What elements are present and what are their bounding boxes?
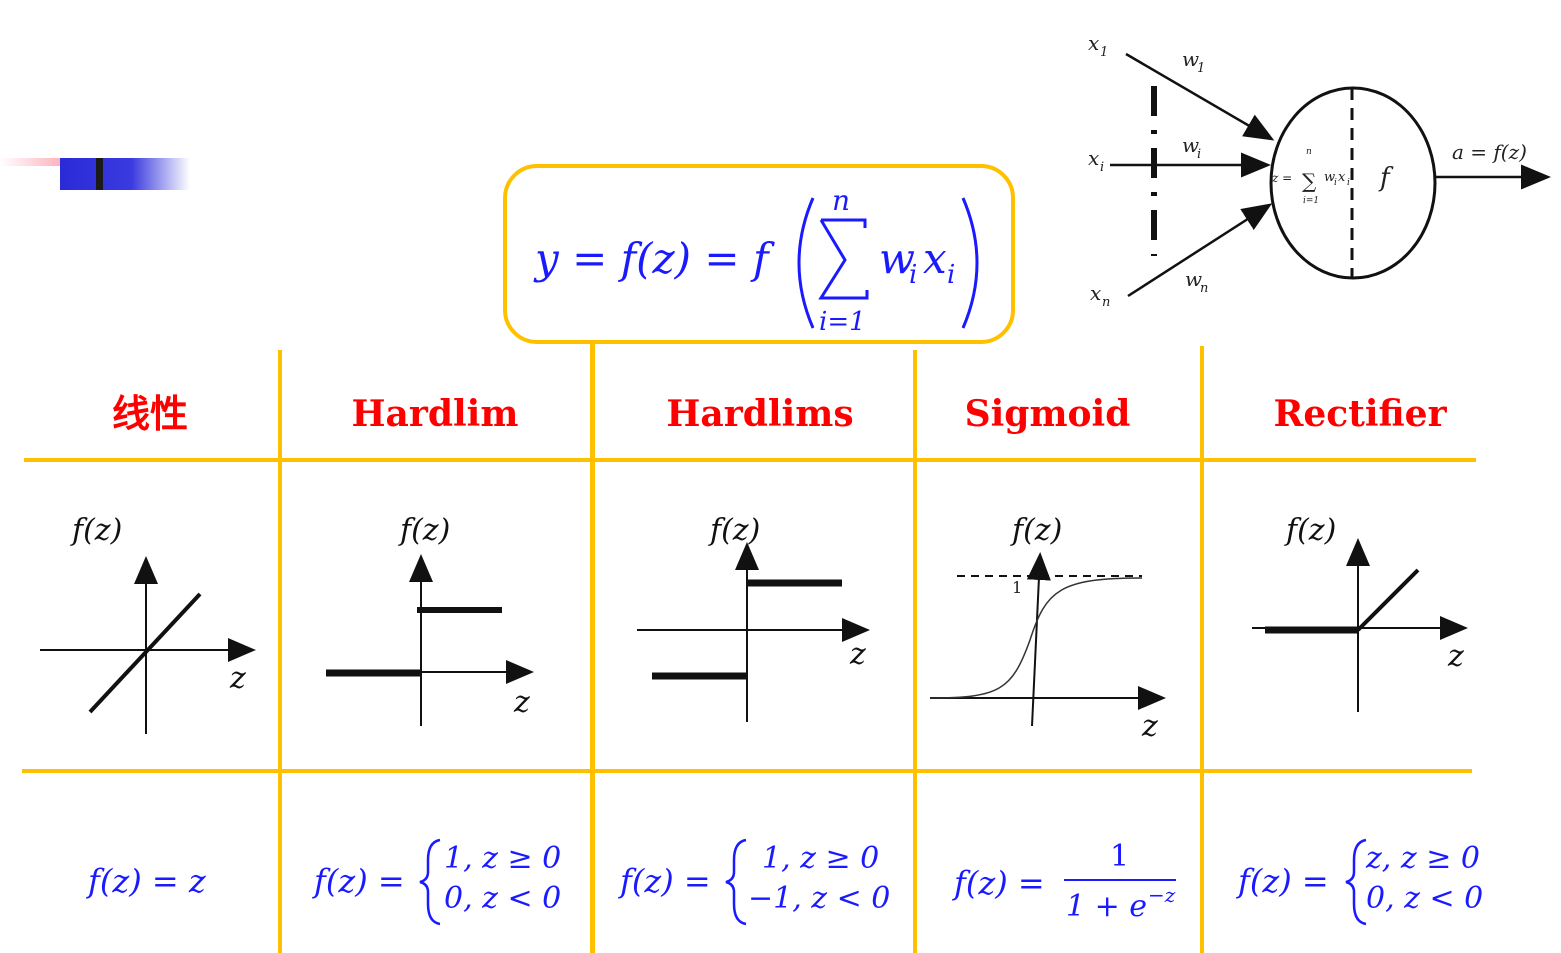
plot-hardlims-ylabel: f(z) [708, 513, 760, 548]
input-xn-sub: n [1102, 295, 1110, 310]
term-w-sub: i [909, 260, 917, 290]
weight-wi-sub: i [1197, 147, 1201, 162]
formula-hardlims-prefix: f(z) = [618, 862, 711, 900]
main-formula: y = f(z) = f n i=1 w i x i [533, 184, 979, 337]
table-vline-4 [1200, 346, 1204, 953]
plot-rectifier-xlabel: z [1447, 639, 1464, 674]
neuron-sum-w: w [1324, 170, 1335, 185]
header-hardlim: Hardlim [351, 393, 519, 435]
formula-rectifier-case2: 0, z < 0 [1366, 881, 1483, 916]
neuron-diagram: x 1 x i x n w 1 w i w n z = n ∑ i=1 w i … [1070, 20, 1561, 320]
header-linear: 线性 [111, 392, 188, 436]
plot-linear-curve [88, 592, 202, 714]
sum-top: n [832, 184, 850, 217]
edge-x1 [1125, 52, 1275, 141]
neuron-sum-x: x [1338, 170, 1346, 185]
paren-left [797, 197, 815, 329]
plot-sigmoid-curve [929, 577, 1143, 699]
plot-hardlim: f(z) z [326, 513, 534, 726]
formula-hardlim-prefix: f(z) = [312, 862, 405, 900]
paren-right [961, 197, 979, 329]
neuron-z-eq: z = [1271, 171, 1292, 185]
plot-rectifier-high [1356, 568, 1420, 632]
activation-formulas: f(z) = z f(z) = 1, z ≥ 0 0, z < 0 f(z) =… [86, 838, 1483, 926]
formula-hardlim: f(z) = 1, z ≥ 0 0, z < 0 [312, 838, 561, 926]
formula-hardlims: f(z) = 1, z ≥ 0 −1, z < 0 [618, 838, 890, 926]
formula-hardlim-case2: 0, z < 0 [444, 881, 561, 916]
weight-w1: w [1182, 47, 1199, 71]
plot-hardlims-xlabel: z [849, 637, 866, 672]
neuron-sum-x-sub: i [1347, 178, 1350, 188]
table-hline-mid [22, 769, 1472, 773]
plot-linear-ylabel: f(z) [70, 513, 122, 548]
term-x: x [923, 234, 947, 283]
term-w: w [879, 234, 915, 283]
weight-wi: w [1182, 133, 1199, 157]
plot-hardlim-ylabel: f(z) [398, 513, 450, 548]
input-x1-sub: 1 [1100, 45, 1108, 60]
formula-rectifier-case1: z, z ≥ 0 [1365, 841, 1480, 876]
table-hline-top [24, 458, 1476, 462]
table-vline-3 [913, 350, 917, 953]
formula-hardlim-brace [419, 838, 441, 926]
formula-hardlim-case1: 1, z ≥ 0 [444, 841, 561, 876]
input-x1: x [1088, 31, 1099, 55]
neuron-sum-top: n [1306, 147, 1312, 157]
plot-rectifier-ylabel: f(z) [1284, 513, 1336, 548]
plot-sigmoid-xlabel: z [1141, 709, 1158, 744]
weight-wn: w [1185, 267, 1202, 291]
neuron-sum-bottom: i=1 [1303, 196, 1319, 206]
weight-w1-sub: 1 [1197, 61, 1205, 76]
input-xi: x [1088, 146, 1099, 170]
neuron-output: a = f(z) [1452, 140, 1527, 164]
plot-sigmoid-yaxis [1026, 552, 1051, 727]
formula-lhs: y = f(z) = f [533, 234, 775, 283]
plot-linear-xlabel: z [229, 661, 246, 696]
header-rectifier: Rectifier [1273, 393, 1447, 435]
formula-rectifier-brace [1345, 838, 1367, 926]
plot-sigmoid-one: 1 [1012, 578, 1022, 597]
table-vline-1 [278, 350, 282, 953]
plot-rectifier: f(z) z [1252, 513, 1468, 712]
formula-sigmoid-exp: −z [1148, 883, 1176, 907]
formula-sigmoid-prefix: f(z) = [952, 864, 1045, 902]
activation-plots: f(z) z f(z) z f(z) z f(z) 1 z f(z) [40, 513, 1468, 744]
formula-sigmoid-num: 1 [1110, 839, 1129, 874]
header-hardlims: Hardlims [666, 393, 854, 435]
term-x-sub: i [947, 260, 955, 290]
sum-bottom: i=1 [819, 307, 866, 337]
formula-linear: f(z) = z [86, 862, 207, 900]
header-sigmoid: Sigmoid [964, 393, 1131, 435]
formula-rectifier: f(z) = z, z ≥ 0 0, z < 0 [1236, 838, 1483, 926]
formula-sigmoid: f(z) = 1 1 + e −z [952, 839, 1176, 924]
plot-linear: f(z) z [40, 513, 256, 734]
input-xn: x [1090, 281, 1101, 305]
formula-rectifier-prefix: f(z) = [1236, 862, 1329, 900]
weight-wn-sub: n [1200, 281, 1208, 296]
table-vline-2 [590, 344, 595, 953]
main-formula-box: y = f(z) = f n i=1 w i x i [503, 164, 1015, 344]
slide-decoration [0, 158, 190, 198]
formula-hardlims-case2: −1, z < 0 [748, 881, 890, 916]
plot-sigmoid: f(z) 1 z [929, 513, 1166, 744]
neuron-sigma: ∑ [1302, 169, 1317, 193]
formula-hardlims-case1: 1, z ≥ 0 [762, 841, 879, 876]
formula-hardlims-brace [725, 838, 747, 926]
plot-sigmoid-ylabel: f(z) [1010, 513, 1062, 548]
edge-xn [1127, 203, 1273, 298]
neuron-sum-w-sub: i [1334, 178, 1337, 188]
input-xi-sub: i [1100, 160, 1104, 175]
sigma-symbol [818, 218, 869, 300]
plot-hardlim-xlabel: z [513, 685, 530, 720]
formula-sigmoid-den: 1 + e [1066, 889, 1147, 924]
plot-hardlims: f(z) z [637, 513, 870, 722]
